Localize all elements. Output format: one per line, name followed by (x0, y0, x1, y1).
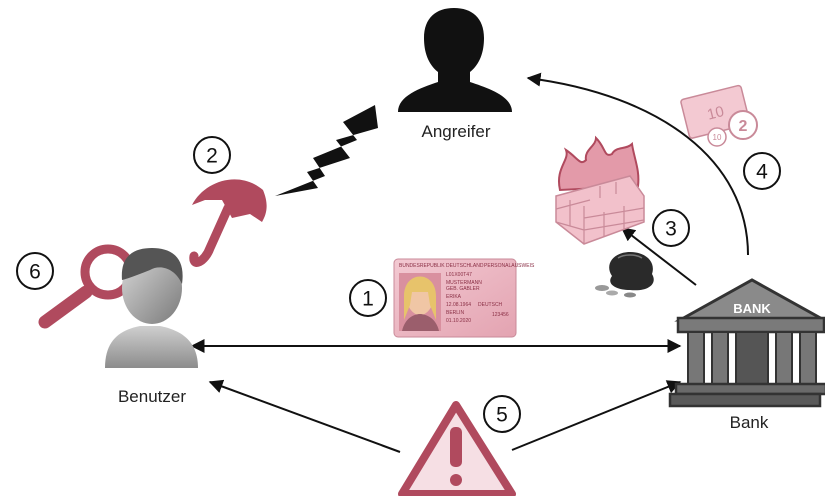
arrow-bank-to-firewall (620, 227, 697, 286)
attacker-label: Angreifer (422, 122, 491, 141)
banknote-value: 10 (705, 103, 725, 124)
bank-label: Bank (730, 413, 769, 432)
user-avatar-icon (105, 248, 198, 368)
step-6-badge: 6 (16, 252, 54, 290)
id-card-number: L01X00T47 (446, 272, 472, 278)
money-bag-icon (595, 252, 654, 298)
step-1-badge: 1 (349, 279, 387, 317)
id-card-expiry: 01.10.2020 (446, 318, 471, 324)
step-4-number: 4 (756, 161, 768, 184)
bank-sign: BANK (733, 301, 771, 316)
attacker-silhouette-icon (398, 8, 512, 112)
id-card-can: 123456 (492, 312, 509, 318)
id-card-birth-date: 12.08.1964 (446, 302, 471, 308)
burning-firewall-icon (555, 135, 645, 245)
step-2-number: 2 (206, 145, 218, 168)
step-1-number: 1 (362, 288, 374, 311)
id-card-surname: MUSTERMANN (446, 280, 482, 286)
coin-icon: 2 10 (707, 110, 758, 147)
arrow-warning-to-user (208, 379, 401, 453)
step-5-badge: 5 (483, 395, 521, 433)
bank-building-icon: BANK (668, 278, 825, 408)
id-card-icon: BUNDESREPUBLIK DEUTSCHLAND PERSONALAUSWE… (393, 258, 535, 338)
warning-triangle-icon (398, 401, 516, 496)
id-card-given-name: ERIKA (446, 294, 462, 300)
id-card-header: BUNDESREPUBLIK DEUTSCHLAND (399, 263, 484, 269)
id-card-birth-place: BERLIN (446, 310, 464, 316)
id-card-type: PERSONALAUSWEIS (484, 263, 535, 269)
magnifier-icon (38, 244, 136, 329)
id-card-nationality: DEUTSCH (478, 302, 503, 308)
id-card-birth-name: GEB. GABLER (446, 286, 480, 292)
step-5-number: 5 (496, 404, 508, 427)
step-3-badge: 3 (652, 209, 690, 247)
umbrella-icon (189, 179, 267, 267)
coin2-value: 10 (713, 133, 722, 142)
lightning-icon (275, 105, 378, 196)
step-3-number: 3 (665, 218, 677, 241)
coin-value: 2 (739, 118, 748, 135)
arrow-bank-to-attacker (526, 72, 749, 256)
step-6-number: 6 (29, 261, 41, 284)
step-2-badge: 2 (193, 136, 231, 174)
step-4-badge: 4 (743, 152, 781, 190)
arrow-warning-to-bank (511, 380, 682, 451)
user-label: Benutzer (118, 387, 186, 406)
